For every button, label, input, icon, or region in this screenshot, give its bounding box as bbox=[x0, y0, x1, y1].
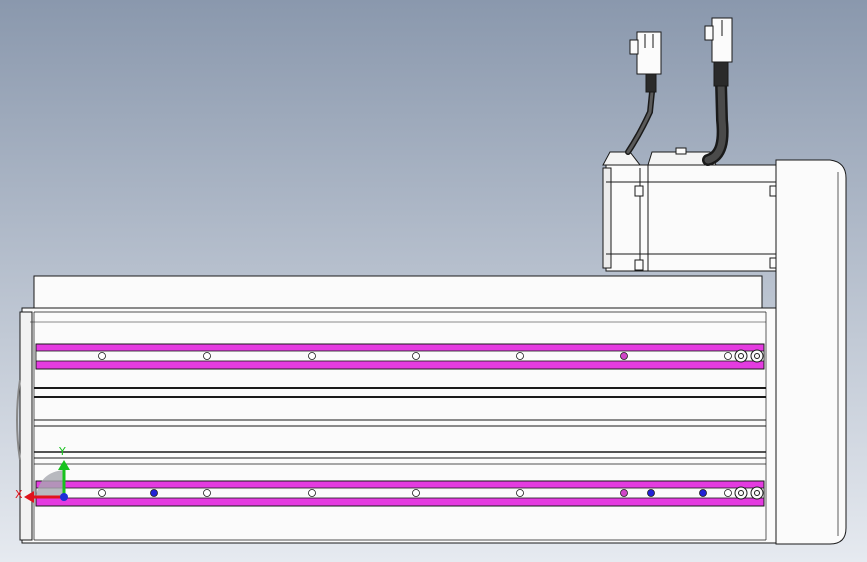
mounting-hole bbox=[724, 352, 732, 360]
plug-strain-relief bbox=[713, 61, 729, 87]
motor-screw bbox=[634, 259, 644, 271]
extrusion-channel-lines bbox=[34, 387, 766, 465]
mounting-hole bbox=[412, 489, 420, 497]
mount-housing-outline bbox=[775, 159, 847, 545]
servo-motor[interactable] bbox=[602, 147, 779, 272]
motor-screw bbox=[634, 185, 644, 197]
mounting-hole bbox=[699, 489, 707, 497]
motor-mount-housing[interactable] bbox=[775, 159, 847, 545]
lower-slot-holes bbox=[98, 489, 732, 497]
mounting-hole bbox=[516, 352, 524, 360]
triad-plane-shading bbox=[36, 470, 64, 496]
mounting-hole bbox=[203, 352, 211, 360]
plug-latch bbox=[704, 25, 714, 41]
mounting-hole bbox=[308, 489, 316, 497]
upper-t-slot bbox=[35, 343, 765, 370]
mounting-hole bbox=[412, 352, 420, 360]
mounting-hole bbox=[98, 489, 106, 497]
coordinate-triad[interactable]: X Y bbox=[15, 445, 70, 503]
mounting-hole bbox=[516, 489, 524, 497]
plug-body bbox=[636, 31, 662, 75]
end-screws bbox=[734, 349, 764, 500]
triad-x-label: X bbox=[15, 488, 23, 501]
carriage-plate[interactable] bbox=[33, 275, 763, 309]
end-cap-left bbox=[19, 311, 33, 541]
plug-strain-relief bbox=[645, 73, 657, 93]
plug-latch bbox=[629, 39, 639, 55]
mounting-hole bbox=[620, 489, 628, 497]
triad-y-arrowhead bbox=[58, 460, 70, 470]
mounting-hole bbox=[203, 489, 211, 497]
motor-body bbox=[605, 164, 779, 272]
triad-z-axis bbox=[60, 493, 68, 501]
motor-connector-right bbox=[647, 151, 717, 166]
plug-connector-right[interactable] bbox=[704, 17, 733, 87]
motor-rear-cap bbox=[602, 167, 612, 269]
mounting-hole bbox=[724, 489, 732, 497]
mounting-hole bbox=[620, 352, 628, 360]
actuator-extrusion[interactable] bbox=[16, 307, 777, 544]
mounting-hole bbox=[308, 352, 316, 360]
triad-y-label: Y bbox=[58, 445, 66, 458]
motor-cables bbox=[625, 76, 729, 166]
connector-tab bbox=[675, 147, 687, 155]
mounting-hole bbox=[647, 489, 655, 497]
plug-connector-left[interactable] bbox=[629, 31, 662, 93]
mounting-hole bbox=[150, 489, 158, 497]
mounting-hole bbox=[98, 352, 106, 360]
triad-x-arrowhead bbox=[24, 491, 34, 503]
upper-slot-holes bbox=[98, 352, 732, 360]
end-cap-shading bbox=[16, 379, 21, 461]
